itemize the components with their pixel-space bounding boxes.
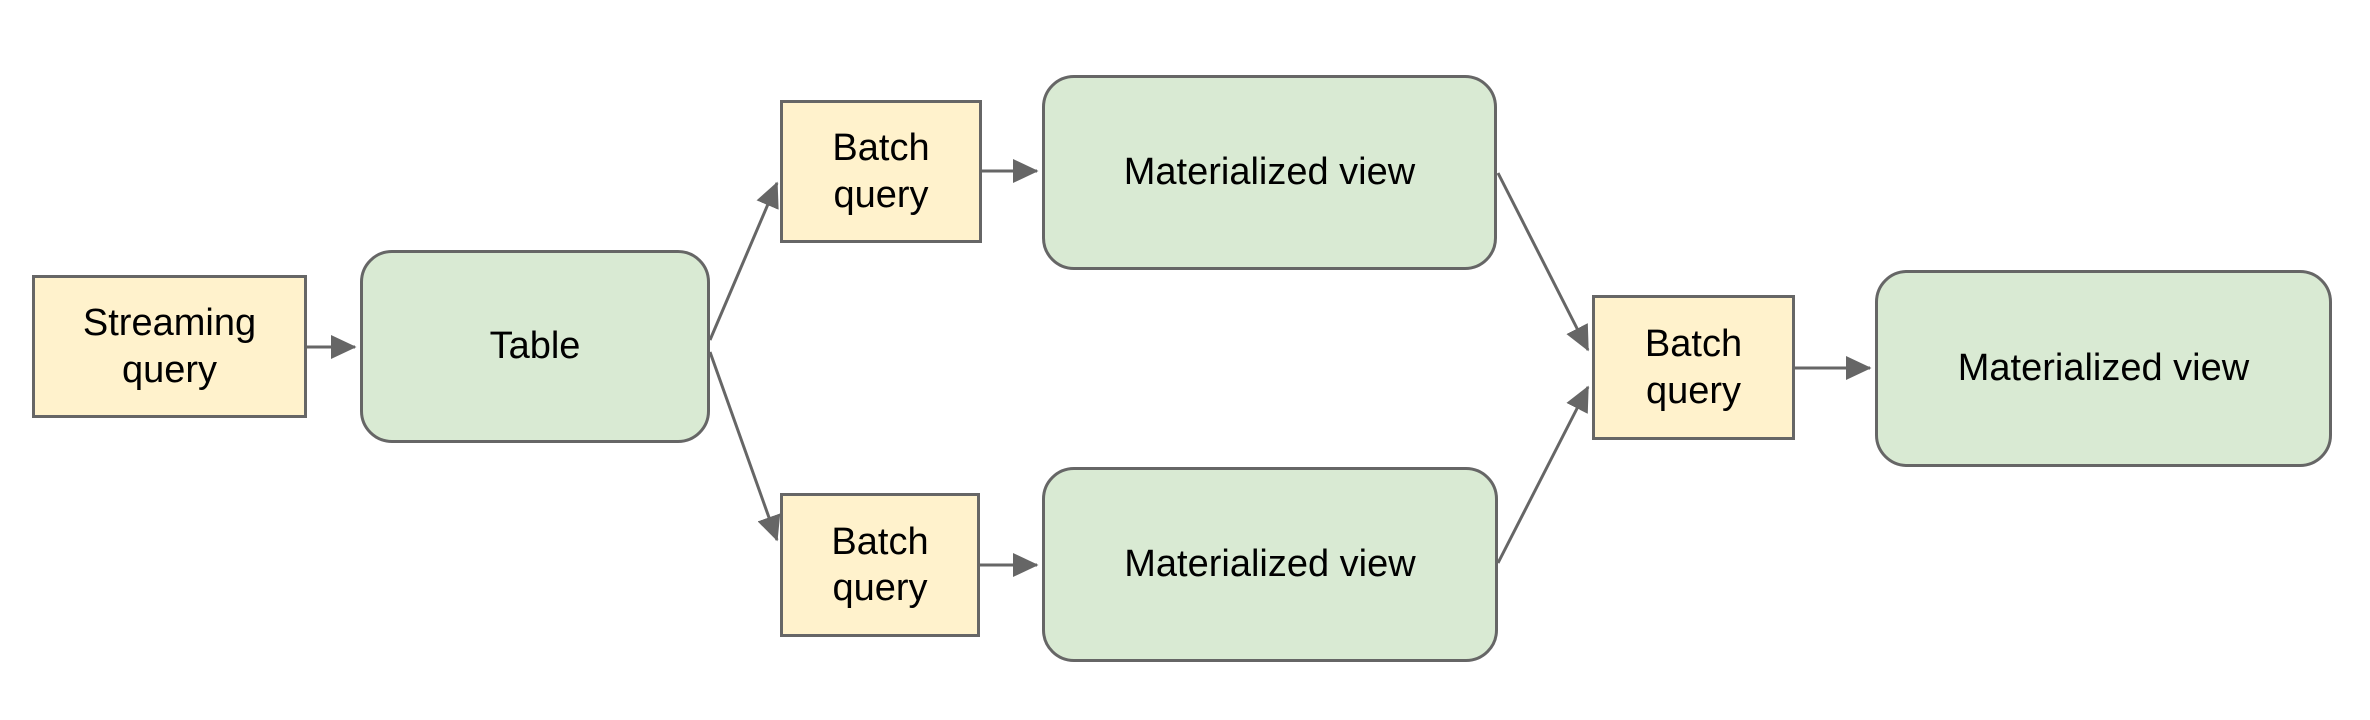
node-streaming-query: Streaming query [32, 275, 307, 418]
node-batch-query-top-label: Batch query [832, 127, 930, 216]
node-batch-query-bottom: Batch query [780, 493, 980, 637]
node-materialized-view-right-label: Materialized view [1957, 347, 2250, 390]
node-batch-query-top: Batch query [780, 100, 982, 243]
edge-table-to-batch-query-bottom [708, 351, 781, 542]
node-streaming-query-label: Streaming query [82, 302, 257, 391]
node-materialized-view-top-label: Materialized view [1123, 151, 1416, 194]
node-materialized-view-right: Materialized view [1875, 270, 2332, 467]
node-batch-query-bottom-label: Batch query [831, 520, 929, 609]
node-batch-query-right-label: Batch query [1644, 323, 1743, 412]
node-table-label: Table [489, 325, 581, 368]
node-materialized-view-top: Materialized view [1042, 75, 1497, 270]
node-batch-query-right: Batch query [1592, 295, 1795, 440]
edge-materialized-view-bottom-to-batch-query-right [1496, 385, 1590, 564]
node-materialized-view-bottom-label: Materialized view [1124, 543, 1416, 586]
edge-materialized-view-top-to-batch-query-right [1496, 172, 1590, 352]
node-materialized-view-bottom: Materialized view [1042, 467, 1498, 662]
node-table: Table [360, 250, 710, 443]
edge-table-to-batch-query-top [708, 181, 779, 341]
